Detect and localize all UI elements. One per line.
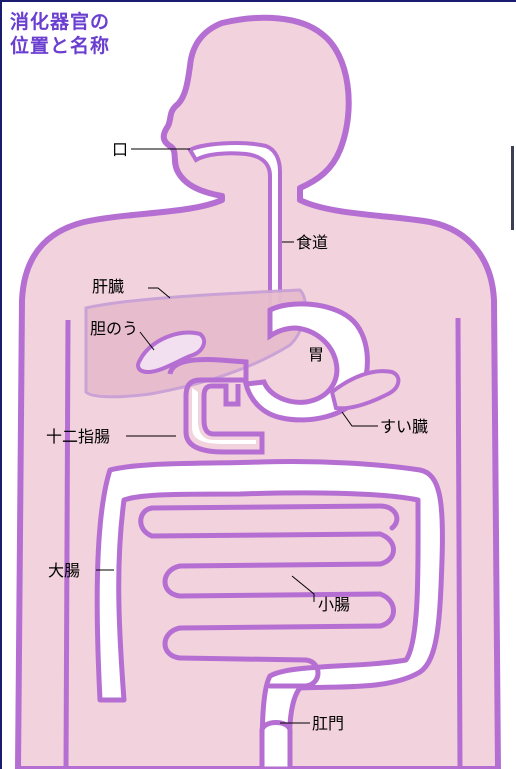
label-esophagus: 食道 <box>296 233 328 252</box>
title-line-1: 消化器官の <box>10 10 110 34</box>
left-arm-line <box>66 320 68 769</box>
diagram-title: 消化器官の 位置と名称 <box>10 10 110 58</box>
label-gallbladder: 胆のう <box>90 319 138 338</box>
rectum <box>262 723 290 769</box>
label-pancreas: すい臓 <box>380 417 428 436</box>
label-small-intestine: 小腸 <box>318 595 350 614</box>
label-large-intestine: 大腸 <box>48 561 80 580</box>
label-duodenum: 十二指腸 <box>46 427 110 446</box>
label-liver: 肝臓 <box>92 277 124 296</box>
label-stomach: 胃 <box>308 345 324 364</box>
right-arm-line <box>458 318 460 769</box>
title-line-2: 位置と名称 <box>10 34 110 58</box>
label-mouth: 口 <box>112 140 128 159</box>
label-anus: 肛門 <box>312 714 344 733</box>
